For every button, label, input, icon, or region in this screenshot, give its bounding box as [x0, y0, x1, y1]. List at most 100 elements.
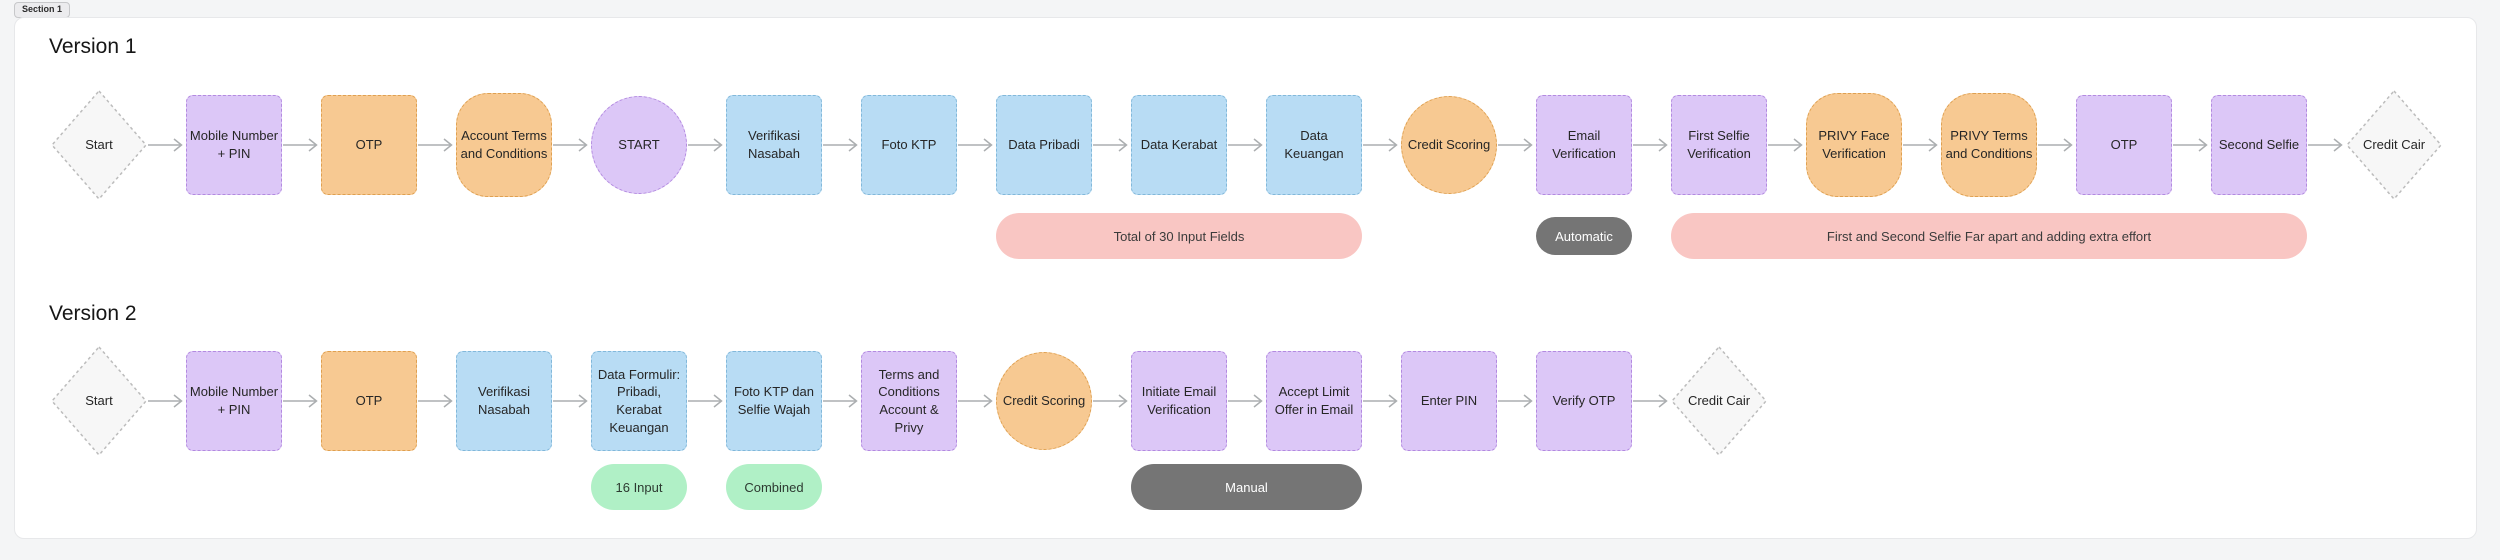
version-1-flow-row: Start Mobile Number + PIN OTP Account Terms… — [51, 89, 2442, 201]
flow-node-label: OTP — [2110, 137, 2138, 153]
flow-arrow — [1632, 89, 1671, 201]
flow-node-label: Data Keuangan — [1284, 128, 1344, 161]
section-badge[interactable]: Section 1 — [14, 2, 71, 18]
flow-node-label: Verifikasi Nasabah — [747, 128, 801, 161]
version-2-title[interactable]: Version 2 — [49, 302, 137, 325]
flow-node-start[interactable]: Start — [51, 345, 147, 457]
flow-node-enter-pin[interactable]: Enter PIN — [1401, 345, 1497, 457]
flow-node-email-verification[interactable]: Email Verification — [1536, 89, 1632, 201]
flow-node-label: OTP — [355, 393, 383, 409]
flow-node-verifikasi-nasabah[interactable]: Verifikasi Nasabah — [456, 345, 552, 457]
box-shape: OTP — [2076, 95, 2172, 195]
flow-node-label: Account Terms and Conditions — [460, 128, 548, 161]
flow-node-credit-cair[interactable]: Credit Cair — [2346, 89, 2442, 201]
flow-arrow — [147, 89, 186, 201]
flow-node-label: PRIVY Terms and Conditions — [1945, 128, 2033, 161]
annotation-pill-total-of-30-input-fields[interactable]: Total of 30 Input Fields — [996, 213, 1362, 259]
annotation-pill-first-and-second-selfie-far-apart-and-adding-extra-effort[interactable]: First and Second Selfie Far apart and ad… — [1671, 213, 2307, 259]
flow-node-label: First Selfie Verification — [1687, 128, 1751, 161]
flow-node-label: Data Formulir: Pribadi, Kerabat Keuangan — [597, 366, 681, 435]
flow-arrow — [282, 89, 321, 201]
flow-node-accept-limit-offer-in-email[interactable]: Accept Limit Offer in Email — [1266, 345, 1362, 457]
box-shape: Enter PIN — [1401, 351, 1497, 451]
flow-node-credit-scoring[interactable]: Credit Scoring — [996, 345, 1092, 457]
flow-node-data-keuangan[interactable]: Data Keuangan — [1266, 89, 1362, 201]
version-2-flow-row: Start Mobile Number + PIN OTP Verifikasi Na… — [51, 345, 1767, 457]
flow-arrow — [147, 345, 186, 457]
flow-arrow — [552, 345, 591, 457]
flow-node-otp[interactable]: OTP — [321, 89, 417, 201]
flow-arrow — [552, 89, 591, 201]
flow-node-first-selfie-verification[interactable]: First Selfie Verification — [1671, 89, 1767, 201]
flow-node-start[interactable]: Start — [51, 89, 147, 201]
flow-arrow — [822, 345, 861, 457]
flow-arrow — [417, 89, 456, 201]
box-shape: Data Pribadi — [996, 95, 1092, 195]
flow-arrow — [2172, 89, 2211, 201]
flow-node-terms-and-conditions-account-privy[interactable]: Terms and Conditions Account & Privy — [861, 345, 957, 457]
box-shape: Verify OTP — [1536, 351, 1632, 451]
flow-arrow — [822, 89, 861, 201]
box-shape: Verifikasi Nasabah — [456, 351, 552, 451]
flow-node-account-terms-and-conditions[interactable]: Account Terms and Conditions — [456, 89, 552, 201]
flow-node-label: Start — [85, 137, 113, 153]
flow-node-otp[interactable]: OTP — [2076, 89, 2172, 201]
flow-node-credit-scoring[interactable]: Credit Scoring — [1401, 89, 1497, 201]
flow-node-initiate-email-verification[interactable]: Initiate Email Verification — [1131, 345, 1227, 457]
flow-arrow — [1227, 89, 1266, 201]
box-shape: Accept Limit Offer in Email — [1266, 351, 1362, 451]
flow-node-otp[interactable]: OTP — [321, 345, 417, 457]
flow-node-mobile-number-pin[interactable]: Mobile Number + PIN — [186, 345, 282, 457]
box-shape: Terms and Conditions Account & Privy — [861, 351, 957, 451]
flow-node-data-formulir-pribadi-kerabat-keuangan[interactable]: Data Formulir: Pribadi, Kerabat Keuangan — [591, 345, 687, 457]
flow-node-second-selfie[interactable]: Second Selfie — [2211, 89, 2307, 201]
box-shape: First Selfie Verification — [1671, 95, 1767, 195]
flow-node-privy-face-verification[interactable]: PRIVY Face Verification — [1806, 89, 1902, 201]
box-shape: Initiate Email Verification — [1131, 351, 1227, 451]
flow-node-label: Data Kerabat — [1140, 137, 1218, 153]
flow-node-label: Email Verification — [1552, 128, 1616, 161]
flow-node-label: Terms and Conditions Account & Privy — [878, 366, 940, 435]
flow-arrow — [1092, 345, 1131, 457]
box-shape: Mobile Number + PIN — [186, 95, 282, 195]
flow-arrow — [2307, 89, 2346, 201]
annotation-pill-16-input[interactable]: 16 Input — [591, 464, 687, 510]
flow-arrow — [1767, 89, 1806, 201]
flow-node-label: Verifikasi Nasabah — [477, 384, 531, 417]
flow-node-verify-otp[interactable]: Verify OTP — [1536, 345, 1632, 457]
flow-node-label: Start — [85, 393, 113, 409]
flow-node-verifikasi-nasabah[interactable]: Verifikasi Nasabah — [726, 89, 822, 201]
box-shape: Mobile Number + PIN — [186, 351, 282, 451]
flow-node-credit-cair[interactable]: Credit Cair — [1671, 345, 1767, 457]
flow-node-label: Credit Cair — [2362, 137, 2426, 153]
flow-arrow — [1497, 89, 1536, 201]
flow-node-label: Credit Cair — [1687, 393, 1751, 409]
flow-node-start[interactable]: START — [591, 89, 687, 201]
flow-node-label: OTP — [355, 137, 383, 153]
flow-node-label: Foto KTP dan Selfie Wajah — [734, 384, 814, 417]
annotation-pill-automatic[interactable]: Automatic — [1536, 217, 1632, 255]
version-1-title[interactable]: Version 1 — [49, 35, 137, 58]
flow-node-label: START — [618, 137, 660, 153]
annotation-pill-combined[interactable]: Combined — [726, 464, 822, 510]
flow-node-privy-terms-and-conditions[interactable]: PRIVY Terms and Conditions — [1941, 89, 2037, 201]
box-shape: Foto KTP — [861, 95, 957, 195]
flow-node-data-pribadi[interactable]: Data Pribadi — [996, 89, 1092, 201]
flow-node-label: Accept Limit Offer in Email — [1274, 384, 1354, 417]
circle-shape: Credit Scoring — [1401, 96, 1497, 194]
box-shape: OTP — [321, 95, 417, 195]
flow-arrow — [957, 345, 996, 457]
squircle-shape: PRIVY Face Verification — [1806, 93, 1902, 197]
flow-node-data-kerabat[interactable]: Data Kerabat — [1131, 89, 1227, 201]
flow-node-label: PRIVY Face Verification — [1818, 128, 1890, 161]
flow-node-label: Credit Scoring — [1407, 137, 1491, 153]
annotation-pill-manual[interactable]: Manual — [1131, 464, 1362, 510]
flow-arrow — [1227, 345, 1266, 457]
flow-node-label: Second Selfie — [2218, 137, 2300, 153]
flow-node-foto-ktp-dan-selfie-wajah[interactable]: Foto KTP dan Selfie Wajah — [726, 345, 822, 457]
flow-node-foto-ktp[interactable]: Foto KTP — [861, 89, 957, 201]
flow-arrow — [687, 89, 726, 201]
flow-node-mobile-number-pin[interactable]: Mobile Number + PIN — [186, 89, 282, 201]
flow-node-label: Mobile Number + PIN — [189, 384, 279, 417]
